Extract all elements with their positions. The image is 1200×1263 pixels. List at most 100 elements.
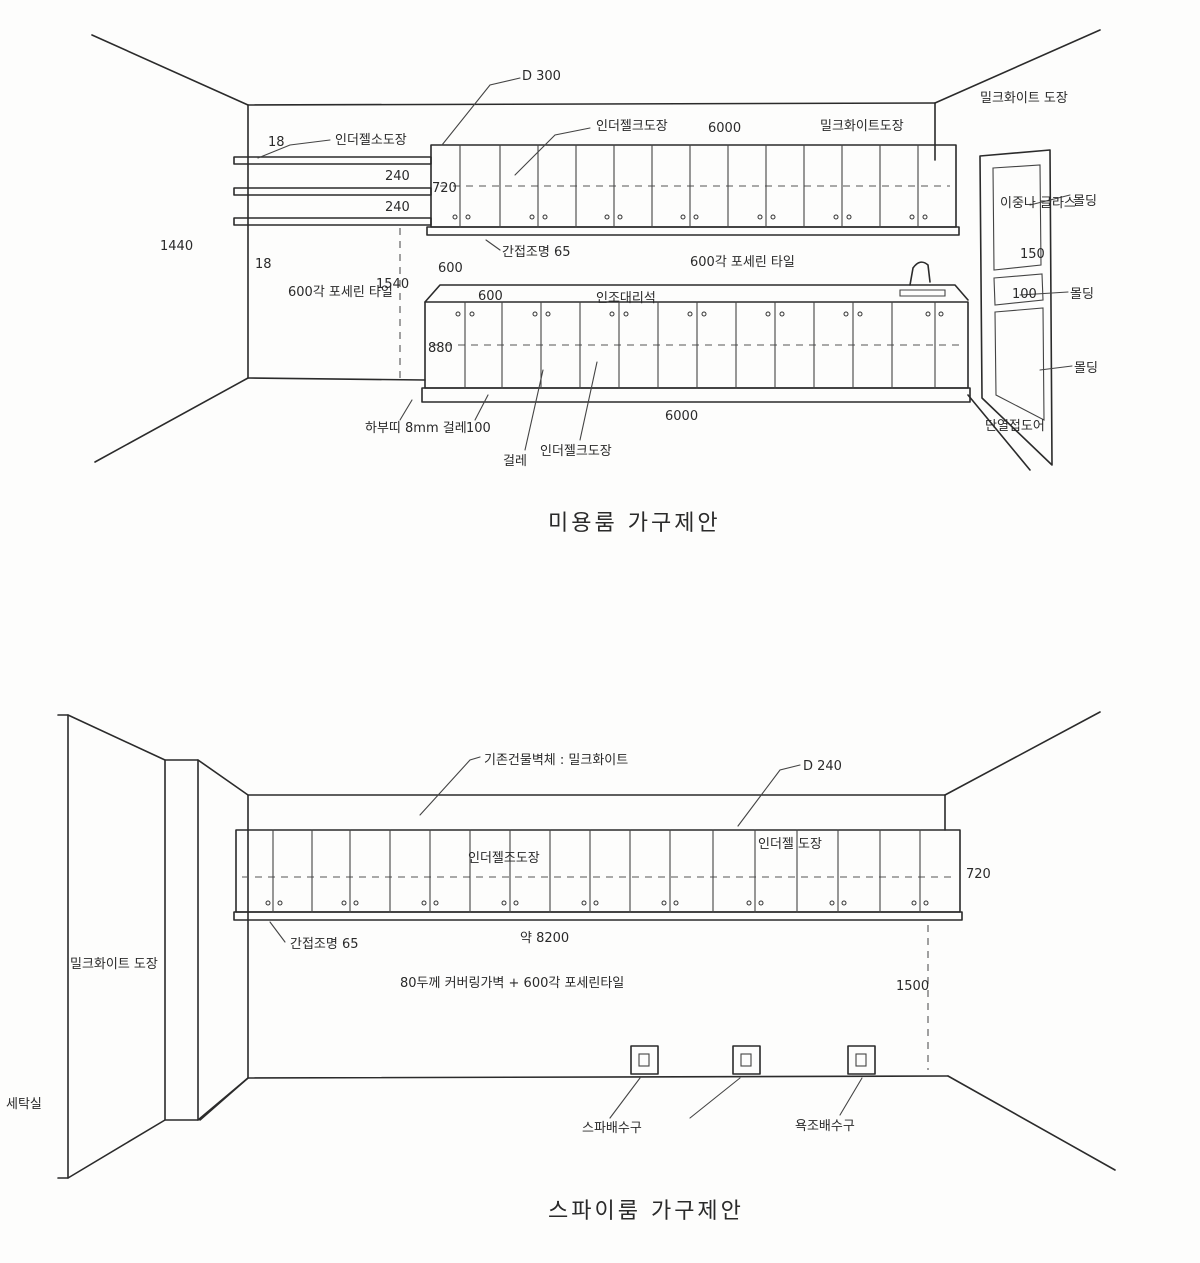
door-mid-panel	[993, 273, 1044, 306]
ceiling-line-right	[934, 29, 1101, 104]
label-shelf-finish: 인더젤소도장	[335, 133, 407, 148]
faucet-icon	[899, 261, 946, 297]
shelf-1	[233, 156, 432, 165]
label-counter-gap: 600	[438, 261, 463, 276]
door-glass-panel	[992, 164, 1042, 271]
right-door	[979, 149, 1053, 466]
upper-door-knobs	[452, 214, 928, 220]
label-upper-cab-finish: 인더젤크도장	[596, 119, 668, 134]
label-upper-height: 720	[432, 181, 457, 196]
label-wall-finish: 80두께 커버링가벽 + 600각 포세린타일	[400, 976, 624, 991]
label-upper-width: 6000	[708, 121, 741, 136]
lower-room-sketch	[57, 711, 1116, 1179]
label-door-dim-1: 150	[1020, 247, 1045, 262]
leader-drain-3	[839, 1077, 863, 1116]
left-panel-edge	[57, 714, 69, 1179]
label-door-dim-2: 100	[1012, 287, 1037, 302]
label-structure-note: 기존건물벽체 : 밀크화이트	[484, 753, 628, 768]
floor-line-right	[967, 394, 1031, 471]
door-frame	[979, 149, 1053, 466]
leader-depth-lower	[737, 764, 801, 827]
leader-base-height	[474, 394, 489, 421]
label-base-note: 하부띠 8mm 걸레	[365, 421, 467, 436]
label-depth-lower: D 240	[803, 759, 842, 774]
upper-room-sketch	[91, 29, 1101, 471]
spa-cabinet-bottom	[233, 911, 963, 921]
lower-ceiling-right	[944, 711, 1101, 796]
pillar-front	[164, 759, 199, 1121]
spa-cabinet-body	[235, 829, 961, 913]
leader-hidden-light	[269, 921, 286, 943]
shelf-2	[233, 187, 432, 196]
label-counter-height-from-floor: 1540	[376, 277, 409, 292]
floor-back-left	[247, 377, 426, 381]
lower-door-divisions	[464, 301, 936, 389]
drain-icon	[630, 1045, 659, 1075]
leader-mold-3	[1039, 365, 1073, 371]
ceiling-line-left	[91, 34, 249, 106]
upper-cabinet-bottom	[426, 226, 960, 236]
label-shelf-gap-2: 240	[385, 200, 410, 215]
label-shelf-gap-1: 240	[385, 169, 410, 184]
label-cab-height-from-floor: 1500	[896, 979, 929, 994]
left-wall	[67, 714, 166, 1179]
label-cab-finish-1: 인더젤조도장	[468, 851, 540, 866]
label-shelf-thickness-top: 18	[268, 135, 285, 150]
lower-door-knobs	[455, 311, 944, 317]
label-top-right: 밀크화이트 도장	[980, 91, 1068, 106]
floor-line-left	[94, 377, 249, 463]
label-depth: D 300	[522, 69, 561, 84]
label-hidden-handle: 간접조명 65	[502, 245, 571, 260]
door-lower-panel	[994, 307, 1045, 421]
leader-base-label	[524, 369, 544, 451]
shelf-3	[233, 217, 432, 226]
lower-cabinets	[421, 261, 971, 403]
label-lower-height: 880	[428, 341, 453, 356]
drain-icon	[732, 1045, 761, 1075]
leader-shelf-finish	[257, 139, 331, 159]
label-door-mold-1: 몰딩	[1073, 194, 1097, 209]
lower-floor-right	[947, 1075, 1116, 1171]
spa-door-knobs	[265, 900, 929, 906]
label-lower-width: 6000	[665, 409, 698, 424]
label-shelf-thickness-bottom: 18	[255, 257, 272, 272]
label-width-lower: 약 8200	[520, 931, 569, 946]
label-lower-finish: 인더젤크도장	[540, 444, 612, 459]
leader-hidden-handle	[485, 239, 501, 251]
leader-drain-1	[609, 1077, 641, 1119]
leader-base-note	[399, 399, 413, 421]
base-kick	[421, 387, 971, 403]
label-left-room: 세탁실	[6, 1097, 42, 1112]
leader-drain-2	[689, 1077, 741, 1119]
spa-door-divisions	[272, 829, 921, 913]
leader-mold-1	[1029, 194, 1071, 206]
pillar-side	[197, 759, 249, 1121]
leader-structure-note	[419, 756, 481, 816]
leader-mold-2	[1019, 291, 1069, 296]
label-door-glass: 이중나 글라스	[1000, 196, 1076, 211]
label-base: 걸레	[503, 454, 527, 469]
upper-plan-title: 미용룸 가구제안	[548, 511, 721, 536]
label-wall-tile: 600각 포세린 타일	[288, 285, 393, 300]
spa-cabinets	[233, 829, 963, 921]
label-door-mold-3: 몰딩	[1074, 361, 1098, 376]
lower-floor-left	[199, 1077, 249, 1121]
leader-upper-finish	[514, 127, 591, 176]
label-height-lower: 720	[966, 867, 991, 882]
label-base-height: 100	[466, 421, 491, 436]
leader-depth	[441, 77, 521, 146]
lower-floor-back	[247, 1075, 949, 1079]
label-cab-finish-2: 인더젤 도장	[758, 837, 822, 852]
label-counter-top: 인조대리석	[596, 291, 656, 306]
label-door-mold-2: 몰딩	[1070, 287, 1094, 302]
upper-door-divisions	[459, 144, 919, 228]
label-upper-cab-color: 밀크화이트도장	[820, 119, 904, 134]
upper-cabinets	[426, 144, 960, 236]
label-door-type: 단열접도어	[985, 419, 1045, 434]
label-tile-note: 600각 포세린 타일	[690, 255, 795, 270]
label-left-wall: 밀크화이트 도장	[70, 957, 158, 972]
label-drain-1: 스파배수구	[582, 1121, 642, 1136]
leader-lower-finish	[579, 361, 598, 441]
